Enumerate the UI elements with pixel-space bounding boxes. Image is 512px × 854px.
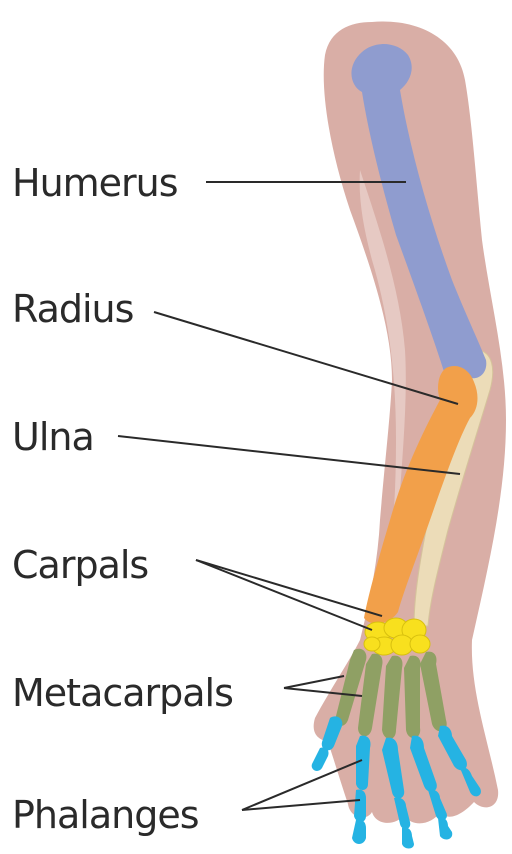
label-radius: Radius (12, 287, 133, 331)
label-humerus: Humerus (12, 161, 178, 205)
carpal-bones (364, 618, 430, 655)
label-phalanges: Phalanges (12, 793, 199, 837)
leader-carpals-2 (196, 560, 372, 630)
leader-phalanges-2 (242, 800, 360, 810)
label-ulna: Ulna (12, 415, 94, 459)
label-metacarpals: Metacarpals (12, 671, 233, 715)
leader-carpals-1 (196, 560, 382, 616)
label-carpals: Carpals (12, 543, 148, 587)
